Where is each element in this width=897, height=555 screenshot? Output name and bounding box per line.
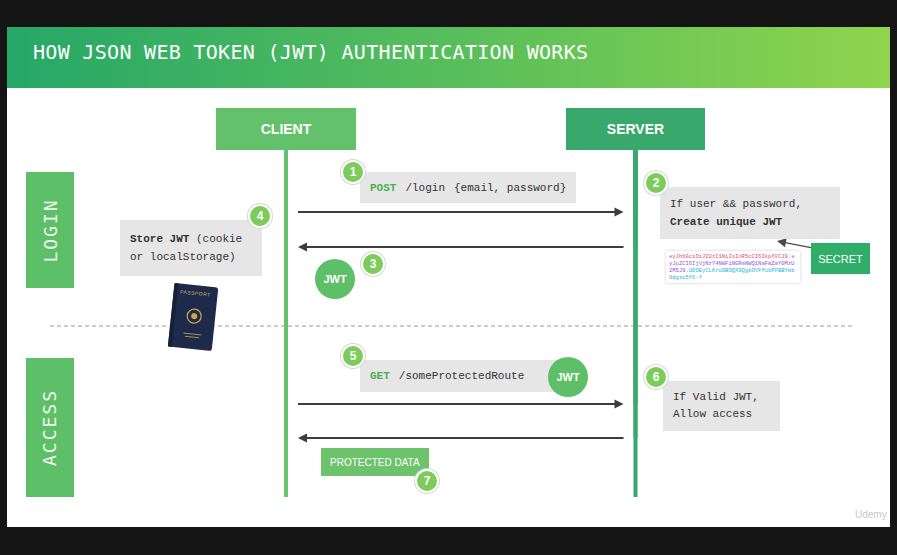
diagram-title: HOW JSON WEB TOKEN (JWT) AUTHENTICATION …	[33, 40, 588, 64]
watermark: Udemy	[855, 509, 887, 520]
arrow-line	[298, 211, 617, 213]
token-circle: JWT	[548, 357, 588, 397]
node-text: SERVER	[607, 121, 664, 137]
node-text: JWT	[323, 273, 346, 285]
step-box: Store JWT(cookie or localStorage)	[120, 220, 262, 276]
arrow-head	[298, 434, 307, 443]
arrow-head	[615, 208, 624, 217]
node-text: JWT	[556, 371, 579, 383]
arrow-head	[615, 400, 624, 409]
node-text: Store JWT	[130, 233, 189, 245]
node-text: /someProtectedRoute	[399, 370, 524, 382]
callout-number: 3	[361, 252, 385, 276]
token-circle: JWT	[315, 259, 355, 299]
passport-emblem-core	[191, 313, 198, 320]
message-arrow	[286, 150, 636, 443]
server-lifeline	[634, 150, 638, 497]
node-text: PROTECTED DATA	[330, 457, 420, 468]
phase-band: LOGIN	[26, 172, 74, 288]
client-lifeline	[284, 150, 288, 497]
secret-box: SECRET	[811, 243, 870, 274]
arrow-line	[298, 403, 617, 405]
message-arrow	[286, 150, 636, 409]
lifeline-segment	[284, 150, 288, 438]
node-text: CLIENT	[261, 121, 312, 137]
arrow-head	[298, 243, 307, 252]
message-arrow	[286, 150, 636, 252]
node-text: Allow access	[673, 406, 752, 423]
node-text: Create unique JWT	[670, 213, 782, 231]
step-box: POST/login {email, password}	[360, 172, 576, 203]
callout-number: 1	[341, 160, 365, 184]
callout-number: 7	[415, 469, 439, 493]
passport-line	[185, 336, 199, 337]
node-text: LOGIN	[40, 198, 61, 262]
step-box: GET/someProtectedRoute	[360, 360, 566, 392]
step-box: If Valid JWT,Allow access	[663, 381, 780, 431]
passport-line	[183, 333, 201, 335]
actor-box: SERVER	[566, 108, 705, 150]
callout-number: 2	[644, 171, 668, 195]
arrow-line	[305, 246, 624, 248]
step-box: If user && password,Create unique JWT	[660, 187, 840, 239]
arrow-line	[305, 437, 624, 439]
node-text: {email, password}	[454, 182, 566, 194]
passport-cover	[168, 283, 218, 351]
node-text: If Valid JWT,	[673, 389, 759, 406]
message-arrow	[777, 238, 811, 247]
content-ground	[7, 88, 890, 527]
callout-number: 5	[341, 344, 365, 368]
actor-box: CLIENT	[216, 108, 356, 150]
passport-spine	[168, 283, 179, 347]
passport-emblem	[187, 308, 202, 323]
node-text: SECRET	[818, 253, 863, 265]
arrow-head	[777, 238, 787, 247]
callout-number: 4	[248, 204, 272, 228]
data-box: PROTECTED DATA	[321, 448, 429, 476]
node-text: POST	[370, 182, 396, 194]
passport-illustration	[168, 283, 218, 351]
message-arrow	[286, 150, 636, 217]
node-text: If user && password,	[670, 195, 802, 213]
jwt-token: eyJhbGciOiJIUzI1NiIsInR5cCI6IkpXVCJ9.eyJ…	[666, 251, 800, 283]
token-header: eyJhbGciOiJIUzI1NiIsInR5cCI6IkpXVCJ9.	[669, 253, 791, 260]
callout-number: 6	[644, 365, 668, 389]
node-text: GET	[370, 370, 390, 382]
node-text: /login	[405, 182, 445, 194]
phase-band: ACCESS	[26, 358, 74, 497]
lifeline-segment	[634, 150, 638, 438]
arrow-line	[784, 242, 811, 247]
node-text: ACCESS	[40, 389, 61, 466]
